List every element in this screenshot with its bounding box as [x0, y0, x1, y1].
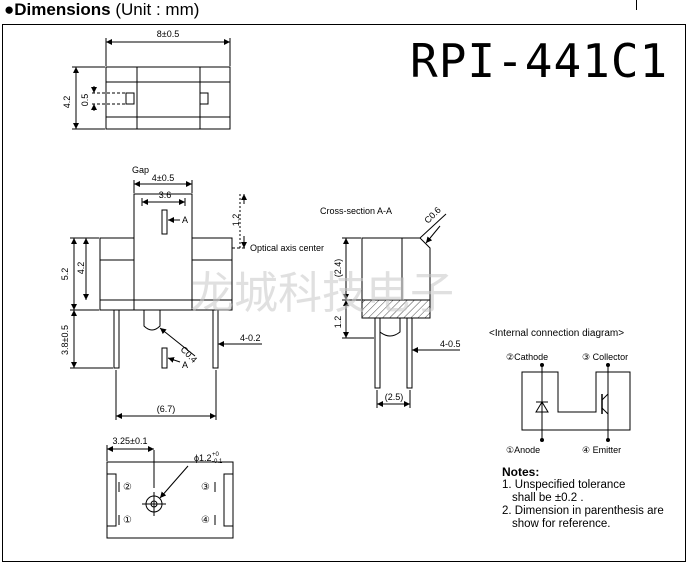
header-title: ●Dimensions — [4, 0, 111, 19]
notes-line1b: shall be ±0.2 . — [512, 492, 584, 504]
connection-outline — [521, 371, 631, 431]
front-view-gap-width: 4±0.5 — [152, 173, 174, 183]
connection-emitter: ④ Emitter — [582, 445, 621, 455]
cross-section-lead-right — [406, 317, 413, 389]
cross-section-lens — [379, 318, 401, 337]
connection-cathode: ②Cathode — [506, 352, 548, 362]
watermark-text: 龙城科技电子 — [190, 268, 454, 319]
front-view-dim-top: 1.2 — [231, 214, 241, 227]
top-view-width-label: 8±0.5 — [157, 29, 179, 39]
front-view-aperture-bottom — [161, 347, 168, 369]
cross-section-view — [342, 213, 460, 408]
optical-axis-label: Optical axis center — [250, 243, 324, 253]
bottom-view-pin2: ② — [123, 482, 132, 493]
front-view-lead-length: 3.8±0.5 — [60, 325, 70, 355]
top-view-slot-right — [199, 92, 209, 105]
header-unit: (Unit : mm) — [115, 0, 200, 19]
cross-section-chamfer: C0.6 — [422, 205, 443, 226]
top-view-height-label: 4.2 — [62, 96, 72, 109]
front-view-lead-width: 4-0.2 — [240, 333, 261, 343]
front-view-gap-label: Gap — [132, 165, 149, 175]
front-view-lens — [143, 310, 161, 331]
bottom-view-pin3: ③ — [201, 482, 210, 493]
front-view-height-slot: 4.2 — [76, 262, 86, 275]
notes-line1: 1. Unspecified tolerance — [502, 479, 626, 491]
notes-line2: 2. Dimension in parenthesis are — [502, 505, 664, 517]
bottom-view — [106, 445, 234, 539]
front-view-pitch: (6.7) — [157, 404, 176, 414]
connection-diagram — [521, 363, 631, 442]
connection-title: <Internal connection diagram> — [489, 328, 624, 339]
front-view-lead-right — [212, 309, 219, 369]
part-number: RPI-441C1 — [410, 34, 669, 88]
top-view — [72, 38, 231, 130]
connection-anode: ①Anode — [506, 445, 540, 455]
diode-symbol — [535, 401, 549, 413]
bottom-view-body — [106, 461, 234, 539]
cross-section-lead-left — [374, 317, 381, 389]
top-view-body — [105, 66, 231, 130]
cross-section-lead-width: 4-0.5 — [440, 339, 461, 349]
front-view-lead-left — [113, 309, 120, 369]
connection-collector: ③ Collector — [582, 352, 628, 362]
bottom-view-hole-tol-plus: +0 — [212, 452, 220, 458]
cross-section-pitch: (2.5) — [385, 392, 404, 402]
front-view-aperture-top — [161, 209, 168, 235]
front-view-section-mark-bottom: A — [182, 360, 188, 370]
bottom-view-hole-tol-minus: -0.1 — [212, 459, 223, 465]
dimensions-header: ●Dimensions (Unit : mm) — [4, 0, 199, 20]
top-view-slot-label: 0.5 — [80, 94, 90, 107]
top-view-slot-left — [125, 92, 135, 105]
front-view-height-total: 5.2 — [60, 268, 70, 281]
bottom-view-pin4: ④ — [201, 515, 210, 526]
front-view-inner-width: 3.6 — [159, 190, 172, 200]
cross-section-dim-24: (2.4) — [333, 259, 343, 278]
bottom-view-pin1: ① — [123, 515, 132, 526]
front-view-section-mark-top: A — [182, 215, 188, 225]
notes-title: Notes: — [502, 465, 540, 479]
notes-block: Notes: 1. Unspecified tolerance shall be… — [502, 466, 664, 531]
bottom-view-offset: 3.25±0.1 — [113, 436, 148, 446]
notes-line2b: show for reference. — [512, 518, 611, 530]
bottom-view-hole-label: ϕ1.2 — [194, 453, 212, 463]
corner-tick — [636, 0, 637, 10]
cross-section-dim-12: 1.2 — [333, 316, 343, 329]
front-view — [70, 180, 262, 420]
drawing-frame — [2, 24, 686, 562]
cross-section-title: Cross-section A-A — [320, 206, 392, 216]
cross-section-hatch — [361, 299, 431, 319]
